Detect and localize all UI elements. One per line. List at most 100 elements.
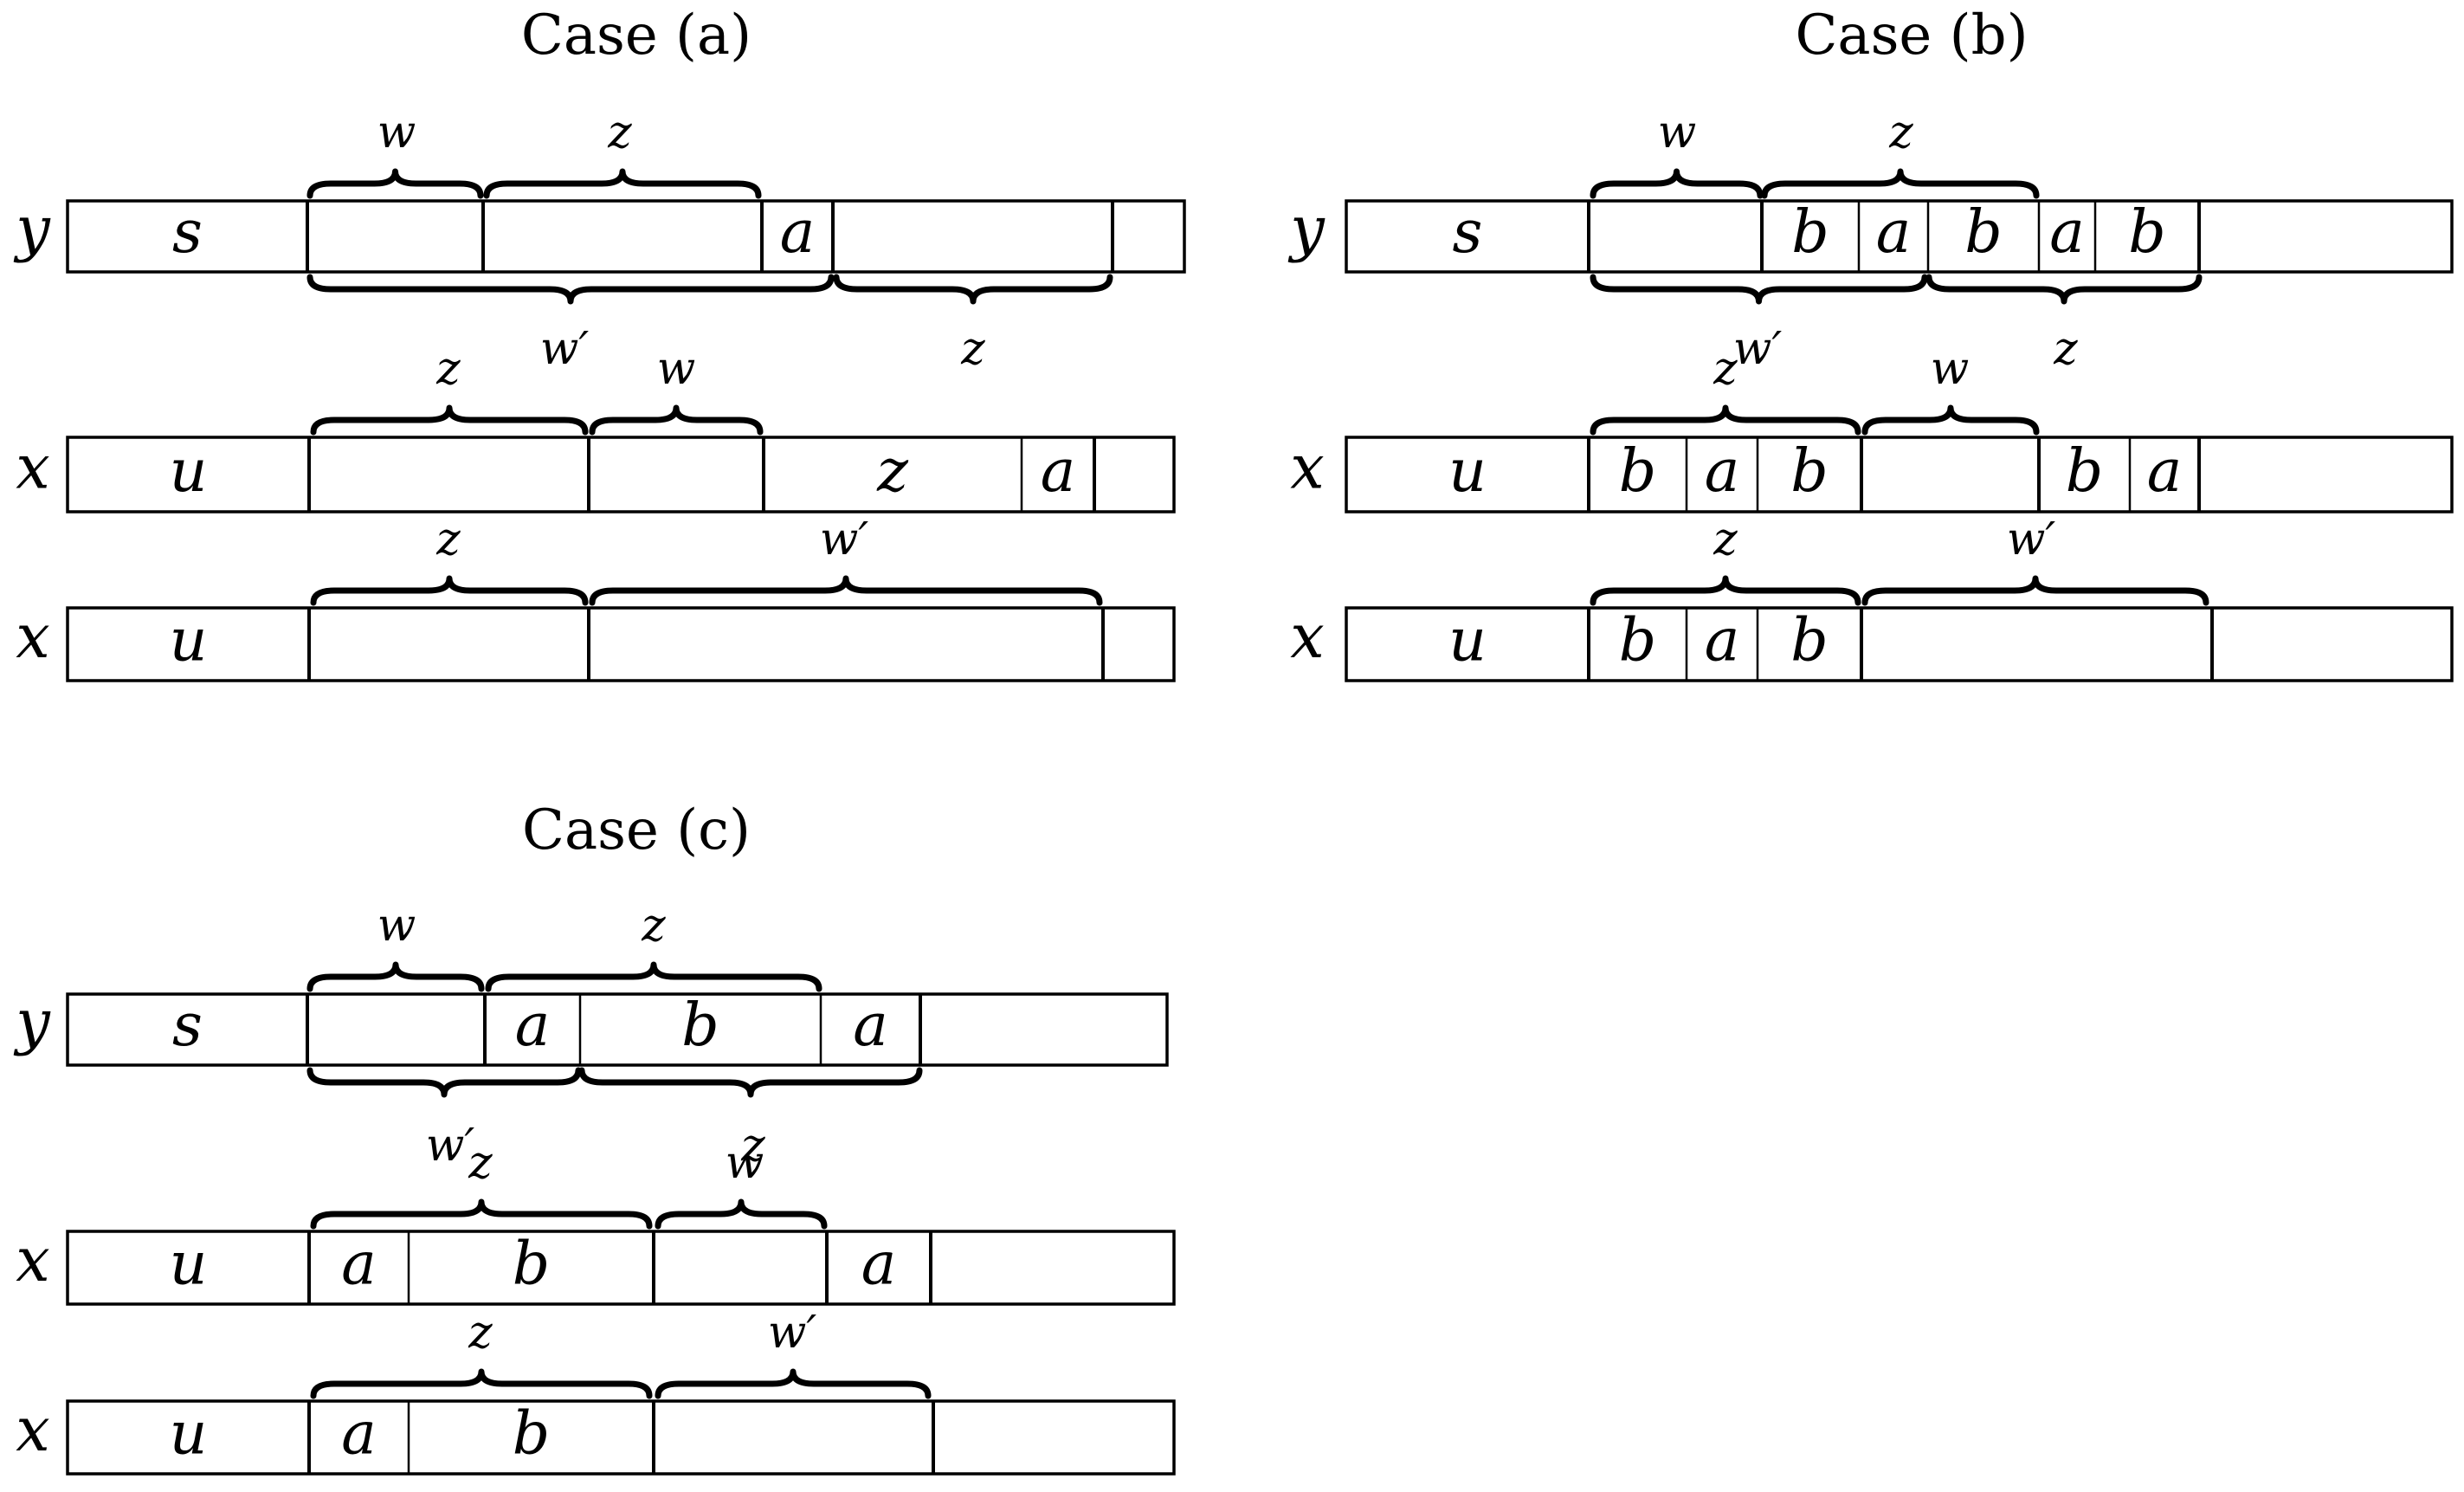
brace-above (1761, 168, 2040, 199)
brace-label: z (1888, 107, 1913, 158)
brace-label: w (657, 343, 696, 395)
brace-below (1925, 274, 2203, 305)
segment-label-a: a (1041, 437, 1076, 506)
string-bar (66, 199, 1186, 274)
brace-above (1861, 575, 2209, 606)
brace-label: z (468, 1307, 493, 1359)
brace-above (1590, 404, 1861, 436)
segment-label-u: u (170, 437, 208, 506)
segment-label-b: b (1619, 606, 1657, 675)
brace-label: w′ (1733, 323, 1783, 375)
segment-label-a: a (780, 198, 816, 267)
brace-above (1590, 575, 1861, 606)
brace-below (1590, 274, 1928, 305)
segment-label-u: u (1448, 437, 1487, 506)
string-bar (66, 606, 1176, 682)
row-label: y (1287, 193, 1326, 264)
row-label: x (16, 1224, 49, 1295)
brace-above (655, 1368, 932, 1399)
segment-label-a: a (515, 991, 551, 1060)
brace-above (306, 168, 484, 199)
segment-label-u: u (170, 1230, 208, 1298)
string-bar (66, 1230, 1176, 1306)
segment-label-a: a (1705, 606, 1740, 675)
brace-label: z (960, 323, 985, 375)
segment-label-a: a (2049, 198, 2085, 267)
string-bar (1345, 606, 2454, 682)
row-label: y (13, 986, 51, 1057)
segment-label-b: b (513, 1230, 551, 1298)
segment-label-a: a (2147, 437, 2183, 506)
segment-label-b: b (1619, 437, 1657, 506)
string-bar (1345, 199, 2454, 274)
brace-below (306, 1067, 582, 1098)
brace-below (578, 1067, 923, 1098)
brace-above (483, 168, 762, 199)
brace-label: w′ (426, 1120, 475, 1172)
segment-label-s: s (172, 991, 203, 1060)
brace-above (310, 404, 589, 436)
segment-label-a: a (1876, 198, 1912, 267)
row-label: x (16, 1394, 49, 1465)
case-c-title: Case (c) (522, 798, 751, 862)
brace-above (310, 1368, 653, 1399)
brace-below (833, 274, 1113, 305)
brace-label: w (1658, 107, 1697, 158)
segment-label-z: z (876, 437, 909, 506)
brace-label: z (435, 343, 461, 395)
segment-label-b: b (1790, 606, 1829, 675)
segment-label-s: s (172, 198, 203, 267)
segment-label-a: a (341, 1399, 377, 1468)
row-label: x (1290, 431, 1324, 502)
string-bar (1345, 436, 2454, 513)
segment-label-a: a (1705, 437, 1740, 506)
brace-label: z (2053, 323, 2078, 375)
brace-label: z (607, 107, 632, 158)
segment-label-u: u (170, 1399, 208, 1468)
brace-above (589, 404, 764, 436)
row-label: x (1290, 601, 1324, 672)
brace-above (310, 575, 589, 606)
brace-below (306, 274, 835, 305)
brace-above (1861, 404, 2040, 436)
brace-above (306, 961, 485, 992)
segment-label-a: a (341, 1230, 377, 1298)
segment-label-a: a (861, 1230, 897, 1298)
brace-label: z (641, 900, 666, 952)
string-bar (66, 992, 1169, 1067)
brace-label: w′ (820, 513, 869, 565)
brace-label: w (1931, 343, 1970, 395)
c-x1-row: x u a b a z w (16, 1137, 1176, 1306)
case-a-title: Case (a) (521, 3, 751, 68)
segment-label-u: u (1448, 606, 1487, 675)
brace-label: z (468, 1137, 493, 1189)
segment-label-b: b (513, 1399, 551, 1468)
segment-label-a: a (853, 991, 888, 1060)
brace-label: w (377, 107, 416, 158)
segment-label-b: b (1790, 437, 1829, 506)
brace-label: w (726, 1137, 764, 1189)
segment-label-b: b (681, 991, 719, 1060)
segment-label-b: b (1964, 198, 2003, 267)
brace-label: z (740, 1120, 765, 1172)
brace-above (1590, 168, 1764, 199)
segment-label-b: b (2128, 198, 2166, 267)
segment-label-b: b (1791, 198, 1829, 267)
segment-label-b: b (2066, 437, 2104, 506)
brace-label: z (1713, 513, 1738, 565)
string-bar (66, 1399, 1176, 1476)
brace-label: z (435, 513, 461, 565)
brace-label: w′ (2007, 513, 2056, 565)
brace-label: z (1713, 343, 1738, 395)
